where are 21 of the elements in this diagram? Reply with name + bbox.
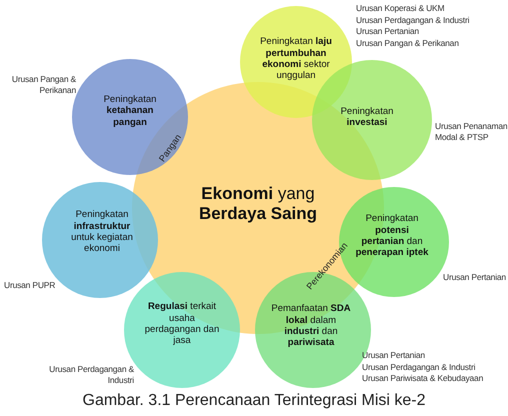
responsibility-note: Urusan Pangan & Perikanan	[10, 74, 76, 96]
responsibility-note: Urusan Perdagangan & Industri	[356, 14, 470, 26]
responsibility-note: Urusan Pariwisata & Kebudayaan	[362, 373, 484, 384]
responsibility-note: Urusan Penanaman Modal & PTSP	[435, 121, 508, 144]
responsibility-note: Urusan Pertanian	[443, 272, 506, 284]
node-text: Peningkatan potensi pertanian dan penerapan iptek	[354, 213, 430, 259]
node-text: Peningkatan laju pertumbuhan ekonomi sektor unggulan	[259, 36, 333, 82]
responsibility-note: Urusan Koperasi & UKM	[356, 3, 444, 14]
node-text: Pemanfaatan SDA lokal dalam industri dan pariwisata	[270, 303, 352, 349]
responsibility-note: Urusan Perdagangan & Industri	[48, 364, 134, 386]
node-text: Peningkatan ketahanan pangan	[102, 94, 158, 128]
node-text: Ekonomi yang Berdaya Saing	[198, 184, 318, 224]
caption: Gambar. 3.1 Perencanaan Terintegrasi Misi ke-2	[82, 392, 426, 410]
responsibility-note: Urusan PUPR	[4, 280, 56, 292]
node-text: Regulasi terkait usaha perdagangan dan jasa	[144, 301, 220, 347]
responsibility-note: Urusan Perdagangan & Industri	[362, 362, 476, 373]
responsibility-note: Urusan Pertanian	[356, 26, 419, 38]
node-text: Peningkatan infrastruktur untuk kegiatan ekonomi	[70, 209, 134, 255]
node-text: Peningkatan investasi	[340, 106, 394, 128]
responsibility-note: Urusan Pangan & Perikanan	[356, 38, 459, 49]
responsibility-note: Urusan Pertanian	[362, 350, 425, 362]
